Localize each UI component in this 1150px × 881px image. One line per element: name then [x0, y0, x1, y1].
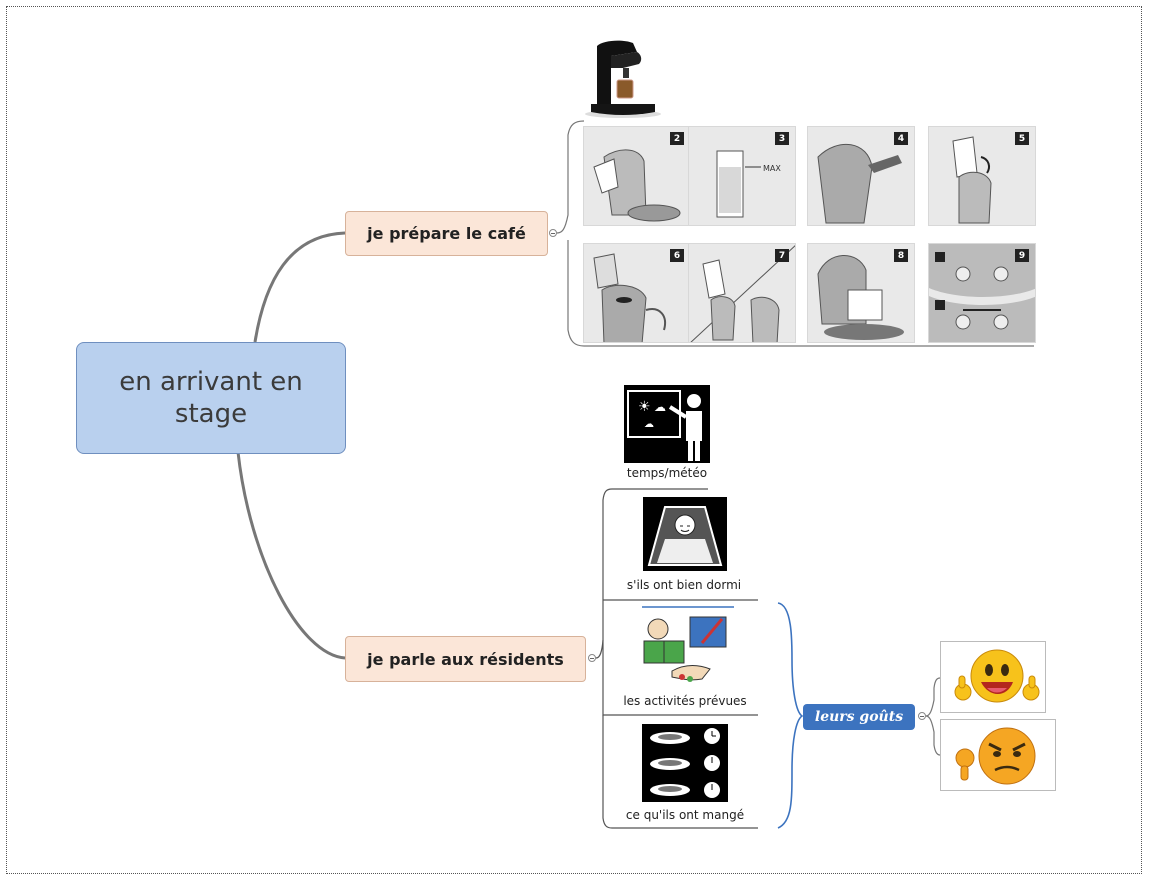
pod-insert-icon [593, 253, 666, 342]
label-activites: les activités prévues [623, 694, 747, 708]
collapse-gouts-icon[interactable] [918, 712, 926, 720]
close-lid-icon [690, 245, 795, 342]
topic-cafe[interactable]: je prépare le café [345, 211, 548, 256]
lid-step-icon [817, 143, 902, 224]
svg-text:☀: ☀ [638, 399, 651, 415]
topic-residents[interactable]: je parle aux résidents [345, 636, 586, 682]
step-number: 8 [894, 249, 908, 262]
cafe-step-tile: 9 [928, 243, 1036, 343]
svg-text:☁: ☁ [654, 400, 666, 414]
central-topic-line1: en arrivant en [119, 367, 303, 397]
step-number: 4 [894, 132, 908, 145]
label-mange: ce qu'ils ont mangé [625, 808, 745, 822]
activities-pictogram [642, 606, 734, 682]
topic-leurs-gouts[interactable]: leurs goûts [803, 704, 915, 730]
topic-leurs-gouts-label: leurs goûts [814, 709, 904, 725]
cafe-step-tile: 8 [807, 243, 915, 343]
collapse-residents-icon[interactable] [588, 654, 596, 662]
label-meteo: temps/météo [626, 466, 708, 480]
central-topic-line2: stage [174, 399, 248, 429]
water-tank-icon: MAX [716, 150, 781, 218]
step-number: 6 [670, 249, 684, 262]
topic-cafe-label: je prépare le café [367, 224, 526, 243]
step-number: 3 [775, 132, 789, 145]
central-topic[interactable]: en arrivant en stage [76, 342, 346, 454]
step-number: 5 [1015, 132, 1029, 145]
open-lid-icon [952, 136, 992, 224]
svg-text:☁: ☁ [644, 419, 654, 430]
buttons-panel-icon [929, 244, 1035, 342]
step-number: 2 [670, 132, 684, 145]
weather-pictogram: ☀ ☁ ☁ [624, 385, 710, 463]
thumbs-down-angry-card [940, 719, 1056, 791]
step-number: 7 [775, 249, 789, 262]
machine-step-icon [593, 149, 681, 222]
topic-residents-label: je parle aux résidents [367, 649, 564, 669]
step-number: 9 [1015, 249, 1029, 262]
cafe-step-tile: 2 [583, 126, 691, 226]
happy-thumbs-up-icon [954, 649, 1040, 703]
label-dormi: s'ils ont bien dormi [626, 578, 742, 592]
cafe-step-tile: 5 [928, 126, 1036, 226]
meals-pictogram [642, 724, 728, 802]
cafe-step-tile: 4 [807, 126, 915, 226]
cafe-step-tile: 7 [688, 243, 796, 343]
coffee-machine-image [585, 40, 661, 118]
angry-thumbs-down-icon [955, 727, 1036, 785]
collapse-cafe-icon[interactable] [549, 229, 557, 237]
thumbs-up-smiley-card [940, 641, 1046, 713]
sleep-pictogram [643, 497, 727, 571]
canvas-frame [6, 6, 1142, 874]
cafe-step-tile: 3 MAX [688, 126, 796, 226]
cup-placed-icon [817, 255, 904, 340]
svg-text:MAX: MAX [763, 164, 781, 173]
cafe-step-tile: 6 [583, 243, 691, 343]
